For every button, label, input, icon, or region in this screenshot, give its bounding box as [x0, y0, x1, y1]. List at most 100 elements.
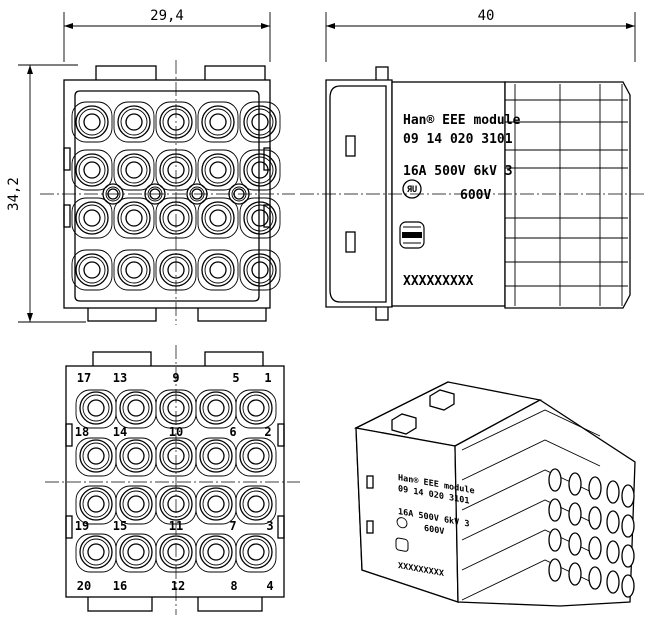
iso-contact-end: [588, 566, 602, 590]
iso-contact-end: [606, 510, 620, 534]
front-contact: [75, 153, 109, 187]
front-contact: [159, 201, 193, 235]
contact-number-label: 6: [229, 425, 236, 439]
rear-contact: [119, 439, 153, 473]
dimension-height-front: 34,2: [6, 64, 86, 323]
iso-contact-end: [621, 574, 635, 598]
rear-contact: [119, 391, 153, 425]
side-label-serial: XXXXXXXXX: [403, 274, 474, 289]
iso-rib: [461, 439, 601, 481]
contact-number-label: 1: [264, 371, 271, 385]
front-contact: [243, 153, 277, 187]
iso-contact-end: [568, 562, 582, 586]
rear-contact: [79, 391, 113, 425]
front-contact: [117, 253, 151, 287]
contact-number-label: 10: [169, 425, 183, 439]
iso-rib: [461, 409, 601, 451]
rear-contact: [79, 487, 113, 521]
front-contact-small: [186, 183, 208, 205]
iso-contact-end: [568, 472, 582, 496]
contact-number-label: 18: [75, 425, 89, 439]
iso-rib: [461, 559, 601, 601]
rear-contact: [199, 535, 233, 569]
front-contact: [117, 105, 151, 139]
contact-number-label: 4: [266, 579, 273, 593]
iso-contact-end: [548, 558, 562, 582]
side-label-line3: 16A 500V 6kV 3: [403, 164, 513, 179]
iso-contact-end: [588, 506, 602, 530]
front-contact-small: [144, 183, 166, 205]
rear-contact: [239, 439, 273, 473]
iso-rib: [461, 469, 601, 511]
front-contact: [159, 153, 193, 187]
side-label-line1: Han® EEE module: [403, 113, 521, 128]
iso-contact-ends: [548, 468, 635, 598]
contact-number-label: 16: [113, 579, 127, 593]
iso-ribs: [461, 409, 601, 601]
isometric-view: Han® EEE module 09 14 020 3101 16A 500V …: [353, 381, 636, 607]
dimension-width-front-text: 29,4: [150, 8, 184, 24]
front-contact: [159, 105, 193, 139]
iso-contact-end: [588, 536, 602, 560]
iso-rib: [461, 529, 601, 571]
contact-number-label: 8: [230, 579, 237, 593]
front-contact: [75, 105, 109, 139]
iso-contact-end: [606, 480, 620, 504]
front-contact: [201, 153, 235, 187]
contact-number-label: 7: [229, 519, 236, 533]
rear-contact: [119, 535, 153, 569]
side-view: Han® EEE module 09 14 020 3101 16A 500V …: [300, 66, 645, 321]
dimension-height-front-text: 34,2: [6, 177, 22, 211]
front-contact: [117, 153, 151, 187]
contact-number-label: 19: [75, 519, 89, 533]
harting-logo-icon: [399, 221, 425, 249]
front-contact-small: [228, 183, 250, 205]
iso-contact-end: [621, 514, 635, 538]
rear-contact: [119, 487, 153, 521]
front-contact: [159, 253, 193, 287]
iso-rib: [461, 499, 601, 541]
iso-contact-end: [606, 540, 620, 564]
front-contact: [75, 253, 109, 287]
rear-contact: [159, 487, 193, 521]
iso-contact-end: [548, 528, 562, 552]
front-contact-grid: [71, 101, 281, 291]
rear-contact: [159, 391, 193, 425]
contact-number-label: 9: [172, 371, 179, 385]
rear-contact: [159, 535, 193, 569]
front-contact: [243, 253, 277, 287]
front-view: [40, 60, 295, 325]
rear-contact: [159, 439, 193, 473]
front-contact: [117, 201, 151, 235]
front-contact: [243, 201, 277, 235]
contact-number-label: 2: [264, 425, 271, 439]
iso-label-line4: 600V: [424, 524, 444, 538]
rear-contact: [239, 535, 273, 569]
front-contact: [243, 105, 277, 139]
contact-number-label: 3: [266, 519, 273, 533]
iso-contact-end: [621, 544, 635, 568]
contact-number-label: 12: [171, 579, 185, 593]
iso-contact-end: [606, 570, 620, 594]
contact-number-label: 15: [113, 519, 127, 533]
rear-contact: [199, 487, 233, 521]
iso-contact-end: [588, 476, 602, 500]
ul-mark-icon: ЯU: [402, 179, 422, 199]
dimension-width-side-text: 40: [478, 8, 495, 24]
rear-contact: [199, 439, 233, 473]
side-label-line2: 09 14 020 3101: [403, 132, 513, 147]
iso-contact-end: [568, 502, 582, 526]
front-contact: [201, 105, 235, 139]
iso-logo-icon: [395, 537, 409, 552]
side-label-line4: 600V: [460, 188, 491, 203]
side-ribs: [505, 84, 628, 306]
rear-contact: [79, 439, 113, 473]
iso-contact-end: [548, 468, 562, 492]
svg-text:ЯU: ЯU: [407, 185, 417, 195]
rear-contact: [239, 487, 273, 521]
contact-number-label: 5: [232, 371, 239, 385]
contact-number-label: 17: [77, 371, 91, 385]
